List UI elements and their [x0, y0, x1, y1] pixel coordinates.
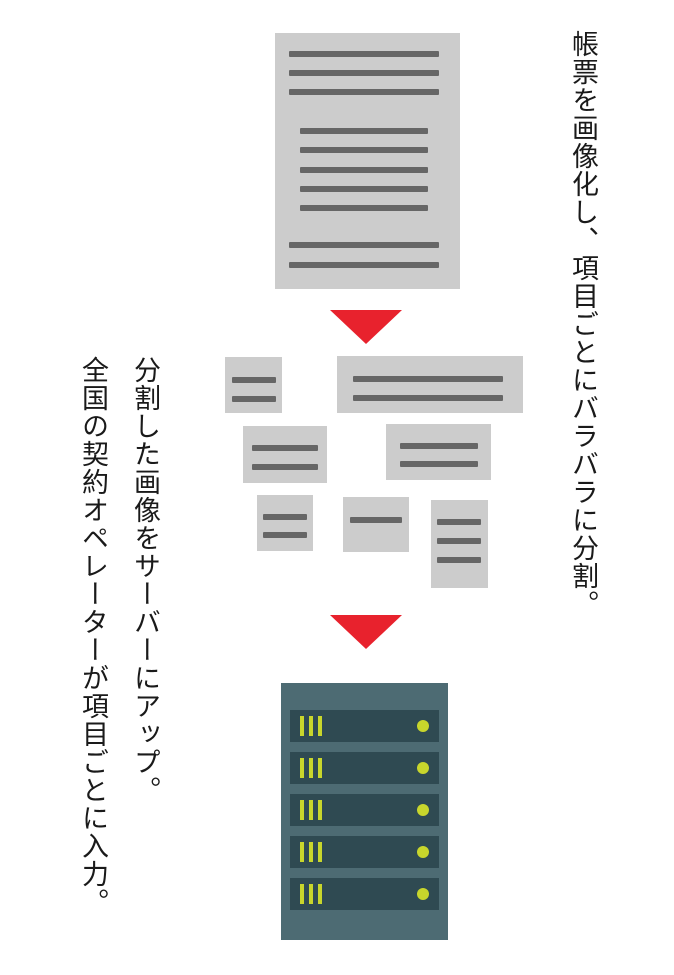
step2-caption-line2: 全国の契約オペレーターが項目ごとに入力。 — [77, 356, 108, 916]
text-line — [252, 445, 318, 451]
document-icon — [275, 33, 460, 289]
text-line — [300, 167, 428, 173]
indicator-light-icon — [417, 846, 429, 858]
text-line — [400, 461, 478, 467]
server-slot — [290, 752, 439, 784]
text-line — [300, 128, 428, 134]
server-slot — [290, 878, 439, 910]
indicator-light-icon — [417, 762, 429, 774]
text-line — [263, 514, 307, 520]
indicator-light-icon — [417, 720, 429, 732]
server-slot — [290, 794, 439, 826]
text-line — [300, 205, 428, 211]
text-line — [252, 464, 318, 470]
step2-caption-line1: 分割した画像をサーバーにアップ。 — [129, 356, 160, 804]
indicator-light-icon — [417, 804, 429, 816]
server-icon — [281, 683, 448, 940]
status-bars-icon — [300, 758, 322, 778]
text-line — [232, 377, 276, 383]
server-slot — [290, 836, 439, 868]
status-bars-icon — [300, 800, 322, 820]
text-line — [289, 262, 439, 268]
fragment-icon — [243, 426, 327, 483]
status-bars-icon — [300, 716, 322, 736]
text-line — [300, 186, 428, 192]
server-slot — [290, 710, 439, 742]
down-arrow-icon — [330, 615, 402, 649]
text-line — [437, 557, 481, 563]
text-line — [289, 89, 439, 95]
status-bars-icon — [300, 884, 322, 904]
down-arrow-icon — [330, 310, 402, 344]
fragment-icon — [386, 424, 491, 480]
text-line — [350, 517, 402, 523]
text-line — [289, 242, 439, 248]
text-line — [263, 532, 307, 538]
fragment-icon — [337, 356, 523, 413]
text-line — [437, 538, 481, 544]
text-line — [300, 147, 428, 153]
fragment-icon — [257, 495, 313, 551]
fragment-icon — [431, 500, 488, 588]
text-line — [353, 395, 503, 401]
status-bars-icon — [300, 842, 322, 862]
text-line — [353, 376, 503, 382]
step1-caption: 帳票を画像化し、項目ごとにバラバラに分割。 — [567, 30, 598, 618]
text-line — [437, 519, 481, 525]
fragment-icon — [343, 497, 409, 552]
indicator-light-icon — [417, 888, 429, 900]
text-line — [400, 443, 478, 449]
text-line — [289, 51, 439, 57]
text-line — [232, 396, 276, 402]
fragment-icon — [225, 357, 282, 413]
text-line — [289, 70, 439, 76]
